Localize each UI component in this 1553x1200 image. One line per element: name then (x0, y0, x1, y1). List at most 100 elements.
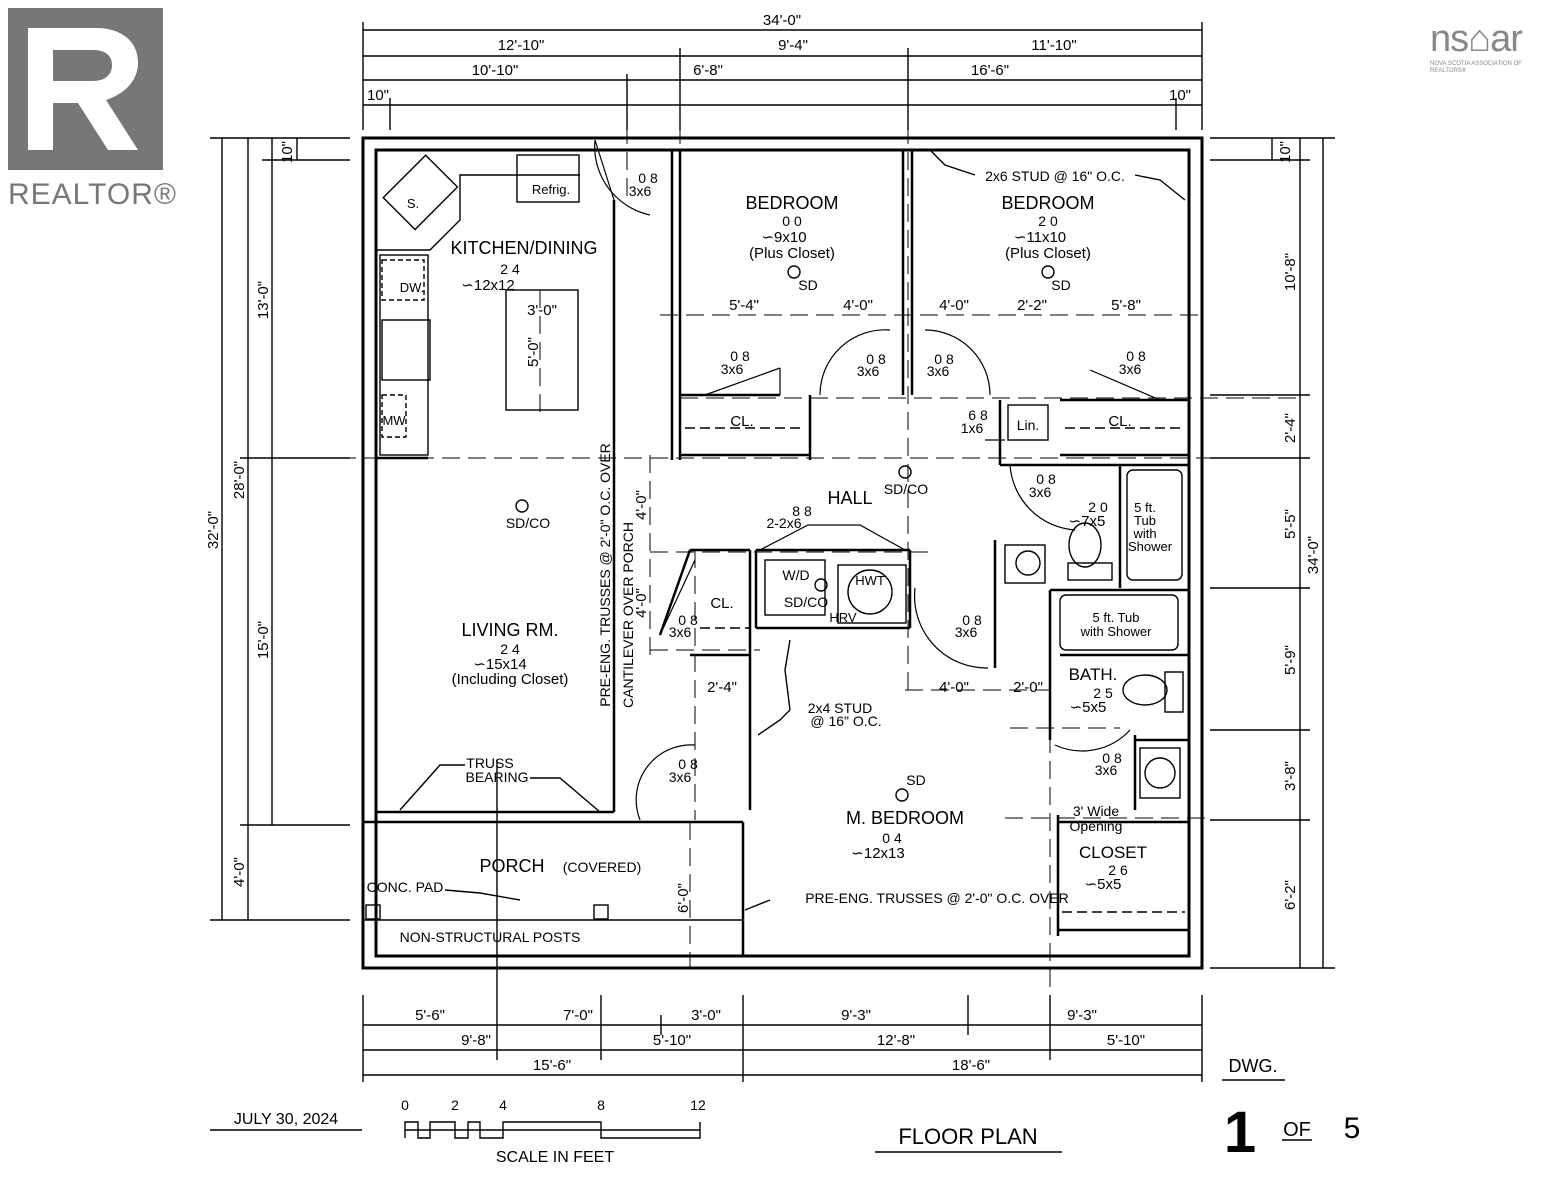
dim-right-top-offset: 10" (1277, 141, 1294, 163)
dim-bed2-right: 4'-0" (843, 297, 873, 314)
door-d8-bottom: 2-2x6 (766, 515, 801, 531)
door-d9-bottom: 3x6 (669, 624, 692, 640)
scale-tick-8: 8 (597, 1097, 605, 1113)
note-conc-pad: CONC. PAD (367, 879, 444, 895)
dwg-label: DWG. (1229, 1056, 1278, 1076)
dim-hall-v2: 4'-0" (633, 588, 650, 618)
scale-tick-2: 2 (451, 1097, 459, 1113)
scale-tick-4: 4 (499, 1097, 507, 1113)
detector-bed3: SD (1051, 277, 1070, 293)
note-trusses-horizontal: PRE-ENG. TRUSSES @ 2'-0" O.C. OVER (805, 890, 1069, 906)
door-d10-bottom: 3x6 (955, 624, 978, 640)
linen-shelf (1007, 404, 1049, 441)
dim-bed3-right: 5'-8" (1111, 297, 1141, 314)
detector-living: SD/CO (506, 515, 550, 531)
dim-top-r1c: 11'-10" (1031, 37, 1076, 54)
bedroom3-size: ∽11x10 (1014, 229, 1066, 246)
title-date: JULY 30, 2024 (234, 1111, 338, 1128)
bath-name: BATH. (1069, 665, 1118, 684)
dim-bottom-r2b: 5'-10" (653, 1032, 691, 1049)
note-trusses-vertical: PRE-ENG. TRUSSES @ 2'-0" O.C. OVER (597, 443, 613, 707)
bath-size: ∽5x5 (1070, 699, 1107, 716)
door-swings (594, 139, 1161, 821)
master-name: M. BEDROOM (846, 808, 964, 828)
closet-size: ∽5x5 (1085, 876, 1122, 893)
scale-bar (404, 1121, 701, 1139)
dim-bottom-r1b: 7'-0" (563, 1007, 593, 1024)
dim-bottom-r1e: 9'-3" (1067, 1007, 1097, 1024)
dim-island-w: 3'-0" (527, 302, 557, 319)
door-d12-bottom: 3x6 (1095, 762, 1118, 778)
top-dimension-lines (362, 22, 1203, 130)
note-truss-bearing-l1: TRUSS (466, 755, 513, 771)
dim-left-inner: 28'-0" (231, 461, 248, 499)
porch-name: PORCH (479, 856, 544, 876)
door-d7-top: 0 8 (1036, 471, 1056, 487)
note-posts: NON-STRUCTURAL POSTS (400, 929, 581, 945)
note-stud-2x4-l2: @ 16" O.C. (810, 713, 881, 729)
dim-top-r1b: 9'-4" (778, 37, 808, 54)
realtor-r-icon (8, 8, 163, 170)
door-d4-top: 0 8 (934, 351, 954, 367)
bedroom2-ceiling: 0 0 (782, 213, 802, 229)
door-d6-bottom: 1x6 (961, 420, 984, 436)
dim-bed3-left: 4'-0" (939, 297, 969, 314)
note-cantilever: CANTILEVER OVER PORCH (620, 522, 636, 708)
kitchen-counters (375, 154, 580, 456)
door-d6-top: 6 8 (968, 407, 988, 423)
dim-closet-w: 2'-4" (707, 679, 737, 696)
door-d9-top: 0 8 (678, 612, 698, 628)
realtor-logo: REALTOR® (8, 8, 176, 211)
grid-lines (260, 48, 1310, 995)
dim-top-r2b: 6'-8" (693, 62, 723, 79)
door-d2-top: 0 8 (730, 348, 750, 364)
door-d8-top: 8 8 (792, 503, 812, 519)
dim-bottom-r1c: 3'-0" (691, 1007, 721, 1024)
door-d2-bottom: 3x6 (721, 361, 744, 377)
detector-labels: SD SD SD/CO SD/CO SD/CO SD (506, 277, 1071, 788)
fixture-linen: Lin. (1017, 417, 1040, 433)
fixture-tub2-l1: 5 ft. Tub (1093, 610, 1140, 625)
nsar-wordmark: ns⌂ar (1430, 18, 1523, 60)
kitchen-ceiling: 2 4 (500, 261, 520, 277)
dim-left-overall: 32'-0" (205, 511, 222, 549)
dim-bottom-r3b: 18'-6" (952, 1057, 990, 1074)
fixture-fridge: Refrig. (532, 182, 570, 197)
note-wide-opening-l1: 3' Wide (1073, 803, 1119, 819)
leader-lines (399, 149, 1186, 911)
fixture-closet-hall: CL. (710, 595, 733, 612)
living-name: LIVING RM. (461, 620, 558, 640)
scale-label: SCALE IN FEET (496, 1149, 614, 1166)
dim-island-h: 5'-0" (525, 337, 542, 367)
bath-fixtures (1004, 469, 1184, 799)
dim-bottom-r3a: 15'-6" (533, 1057, 571, 1074)
nsar-subtitle: NOVA SCOTIA ASSOCIATION OF REALTORS® (1430, 61, 1522, 74)
fixture-closet-bed3: CL. (1108, 413, 1131, 430)
living-note: (Including Closet) (452, 671, 569, 688)
bedroom2-name: BEDROOM (745, 193, 838, 213)
bath-ceiling: 2 5 (1093, 685, 1113, 701)
exterior-walls (361, 136, 1204, 970)
dim-right-seg2: 2'-4" (1282, 413, 1299, 443)
dim-top-r1a: 12'-10" (498, 37, 545, 54)
fixture-tub1-l3: with (1132, 526, 1156, 541)
door-d12-top: 0 8 (1102, 750, 1122, 766)
door-d4-bottom: 3x6 (927, 363, 950, 379)
interior-walls (363, 150, 1189, 956)
dim-bottom-r2a: 9'-8" (461, 1032, 491, 1049)
dim-porch-step: 6'-0" (675, 883, 692, 913)
dim-bed3-mid: 2'-2" (1017, 297, 1047, 314)
dim-top-r2c: 16'-6" (971, 62, 1009, 79)
dim-left-upper: 13'-0" (255, 281, 272, 319)
fixture-hrv: HRV (829, 610, 857, 625)
dim-hall-w: 4'-0" (939, 679, 969, 696)
left-dimension-lines (210, 137, 350, 921)
realtor-wordmark: REALTOR® (8, 178, 178, 211)
dim-bed2-left: 5'-4" (729, 297, 759, 314)
ensuite-ceiling: 2 0 (1088, 499, 1108, 515)
scale-tick-12: 12 (690, 1097, 706, 1113)
dim-right-seg1: 10'-8" (1282, 253, 1299, 291)
dim-bottom-r1d: 9'-3" (841, 1007, 871, 1024)
dim-top-left-offset: 10" (367, 87, 389, 104)
